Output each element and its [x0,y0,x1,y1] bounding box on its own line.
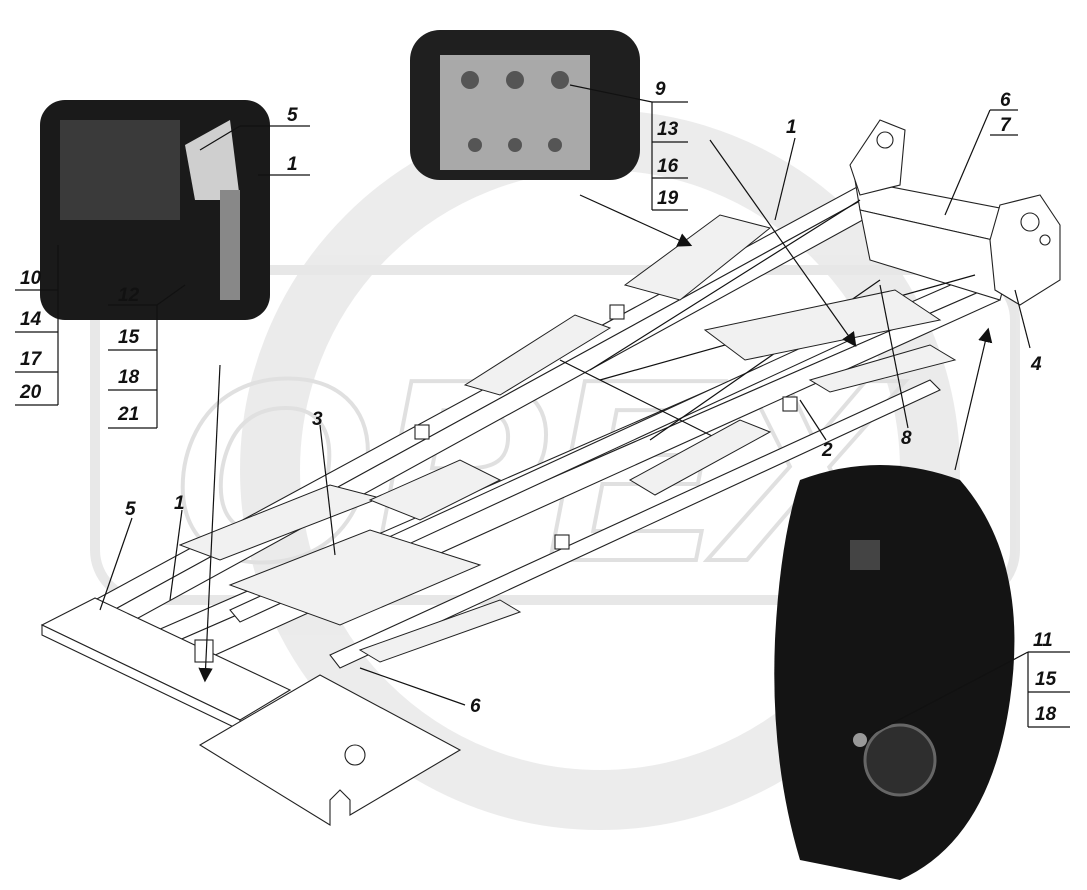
label-tl-1: 1 [287,154,298,175]
leader-5-top-tail [199,125,241,151]
label-stack-a-3: 17 [20,349,43,370]
label-crossmember-8: 8 [901,428,912,449]
inner-rail-b [329,379,941,669]
label-stack-b-2: 15 [118,327,140,348]
leader-cross-2 [799,399,827,441]
leader-cross-8 [879,284,909,429]
bracket-left-hole [876,131,894,149]
leader-bottom-plate [359,667,466,706]
leader-6-tail [944,109,991,216]
frame-drawing [40,119,1061,826]
label-stack-a-1: 10 [20,268,42,289]
block-2 [554,534,570,550]
label-stack-d-2: 15 [1035,669,1057,690]
photo-detail-c [220,190,240,300]
front-bracket-left [849,119,906,196]
photo-bolt-3 [551,71,569,89]
plate-d [808,344,957,393]
bottom-plate [198,674,462,826]
label-bottom-plate: 6 [470,696,481,717]
label-stack-c-2: 13 [657,119,679,140]
photo-inset-top-center [410,30,640,180]
plate-h [358,599,522,663]
label-stack-a-4: 20 [19,382,42,403]
watermark-frame [90,265,1020,605]
plate-b [463,314,612,396]
photo-bolt-5 [508,138,522,152]
label-stack-b-3: 18 [118,367,140,388]
stack-d-leader [869,651,1029,736]
bracket-hole [1020,212,1040,232]
arrow-top-right [709,139,857,347]
label-stack-a-2: 14 [20,309,42,330]
plate-g [368,459,502,521]
stack-b-leader [156,284,186,306]
label-left-end: 5 [125,499,136,520]
photo-bolt-1 [461,71,479,89]
label-stack-b-1: 12 [118,285,140,306]
bottom-plate-hole [344,744,366,766]
plate-e [628,419,772,496]
photo-bolt-4 [468,138,482,152]
arrow-bottom-right [954,327,993,471]
leader-left-rail [169,509,183,601]
leader-upper-rail [774,137,796,221]
leader-left-end [99,517,133,611]
label-left-rail: 1 [174,493,185,514]
plate-c [703,289,942,361]
photo-bolt-2 [506,71,524,89]
label-plate-3: 3 [312,409,323,430]
label-stack-d-1: 11 [1033,630,1053,651]
label-7-top: 7 [1000,115,1012,136]
arrow-top-center [579,194,693,247]
block-3 [782,396,798,412]
label-upper-rail: 1 [786,117,797,138]
photo-inset-bottom-right [774,465,1015,880]
photo-bolt-7 [853,733,867,747]
photo-bolt-6 [548,138,562,152]
label-stack-c-3: 16 [657,156,679,177]
leader-plate-3 [319,424,336,556]
bracket-block [194,639,214,663]
brace-4 [559,359,721,441]
front-bracket-right [989,194,1061,306]
label-stack-b-4: 21 [117,404,139,425]
photo-bottom-right [774,465,1015,880]
leader-lines [15,84,1070,736]
label-stack-d-3: 18 [1035,704,1057,725]
label-tl-5: 5 [287,105,298,126]
stack-c-leader [569,84,653,103]
photo-detail-d [850,540,880,570]
block-4 [609,304,625,320]
front-cross-face [859,209,1016,301]
leader-bracket [1014,289,1031,349]
plate-3 [228,529,482,626]
bracket-hole-small [1039,234,1051,246]
label-bracket: 4 [1030,354,1042,375]
photo-inset-top-left [40,100,270,320]
label-6-top: 6 [1000,90,1011,111]
arrow-left [198,364,221,683]
arrows [198,139,993,683]
label-stack-c-4: 19 [657,188,679,209]
label-stack-c-1: 9 [655,79,666,100]
photo-hub [863,723,937,797]
brace-1 [589,199,861,371]
photo-detail-b [185,120,240,200]
labels: 5 1 10 14 17 20 12 15 18 21 9 13 16 19 6… [19,79,1057,725]
label-crossmember-2: 2 [821,440,833,461]
photo-detail-a [60,120,180,220]
block-1 [414,424,430,440]
